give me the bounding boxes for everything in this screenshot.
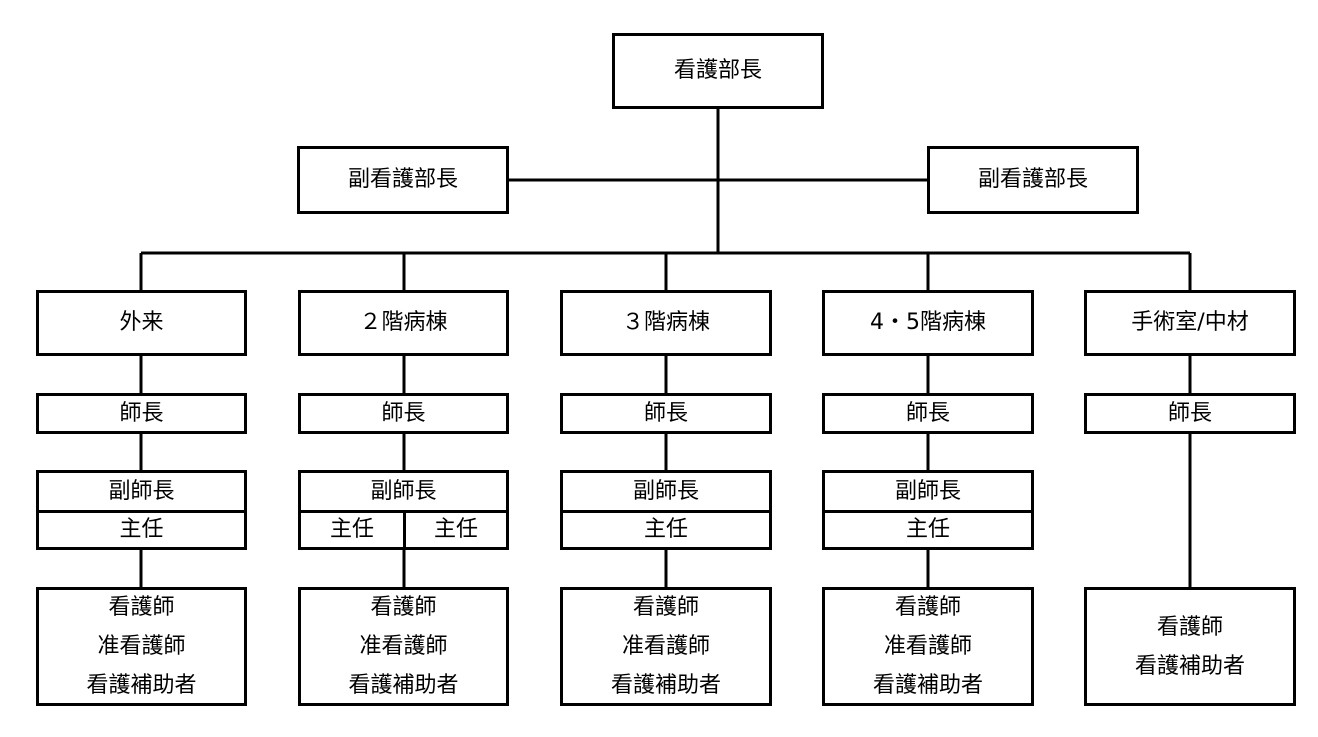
staff-role: 准看護師 <box>359 634 448 659</box>
deputy-chief-box: 副師長 主任 主任 <box>298 470 509 550</box>
staff-role: 看護師 <box>108 595 175 620</box>
deputy-head-nurse-label: 副師長 <box>825 473 1031 513</box>
head-nurse-label: 師長 <box>1167 400 1212 426</box>
staff-role: 准看護師 <box>97 634 186 659</box>
staff-role: 看護師 <box>370 595 437 620</box>
head-nurse-box: 師長 <box>1084 393 1296 434</box>
chief-nurse-label: 主任 <box>301 513 406 547</box>
deputy-chief-box: 副師長 主任 <box>36 470 247 550</box>
chief-nurse-label: 主任 <box>905 517 950 542</box>
department-box: ２階病棟 <box>298 290 509 356</box>
staff-role: 看護補助者 <box>1134 653 1245 679</box>
head-nurse-box: 師長 <box>560 393 772 434</box>
chief-nurse-label: 主任 <box>643 517 688 542</box>
deputy-chief-box: 副師長 主任 <box>822 470 1034 550</box>
head-nurse-label: 師長 <box>381 400 426 426</box>
head-nurse-label: 師長 <box>119 400 164 426</box>
director-box: 看護部長 <box>612 33 824 109</box>
deputy-chief-box: 副師長 主任 <box>560 470 772 550</box>
deputy-director-box-right: 副看護部長 <box>927 146 1139 214</box>
deputy-head-nurse-label: 副師長 <box>39 473 244 513</box>
staff-role: 看護師 <box>1156 614 1223 640</box>
head-nurse-box: 師長 <box>822 393 1034 434</box>
staff-role: 看護師 <box>894 595 961 620</box>
deputy-head-nurse-label: 副師長 <box>301 473 506 513</box>
chief-nurse-label: 主任 <box>433 517 478 542</box>
staff-box: 看護師 准看護師 看護補助者 <box>560 587 772 706</box>
staff-box: 看護師 看護補助者 <box>1084 587 1296 706</box>
head-nurse-box: 師長 <box>298 393 509 434</box>
director-label: 看護部長 <box>673 58 762 83</box>
staff-role: 看護補助者 <box>86 673 197 698</box>
department-name: 手術室/中材 <box>1131 310 1249 335</box>
department-name: 外来 <box>119 310 164 335</box>
staff-role: 准看護師 <box>883 634 972 659</box>
department-box: 4・5階病棟 <box>822 290 1034 356</box>
department-box: 手術室/中材 <box>1084 290 1296 356</box>
staff-role: 看護補助者 <box>610 673 721 698</box>
staff-role: 看護師 <box>632 595 699 620</box>
head-nurse-label: 師長 <box>643 400 688 426</box>
department-name: ３階病棟 <box>621 310 710 335</box>
chief-nurse-label: 主任 <box>119 517 164 542</box>
staff-box: 看護師 准看護師 看護補助者 <box>36 587 247 706</box>
deputy-director-box-left: 副看護部長 <box>297 146 509 214</box>
deputy-director-label: 副看護部長 <box>347 167 458 192</box>
staff-box: 看護師 准看護師 看護補助者 <box>298 587 509 706</box>
head-nurse-label: 師長 <box>905 400 950 426</box>
department-box: ３階病棟 <box>560 290 772 356</box>
staff-role: 准看護師 <box>621 634 710 659</box>
staff-role: 看護補助者 <box>872 673 983 698</box>
staff-box: 看護師 准看護師 看護補助者 <box>822 587 1034 706</box>
department-box: 外来 <box>36 290 247 356</box>
deputy-director-label: 副看護部長 <box>977 167 1088 192</box>
department-name: ２階病棟 <box>359 310 448 335</box>
staff-role: 看護補助者 <box>348 673 459 698</box>
head-nurse-box: 師長 <box>36 393 247 434</box>
deputy-head-nurse-label: 副師長 <box>563 473 769 513</box>
department-name: 4・5階病棟 <box>870 310 986 335</box>
